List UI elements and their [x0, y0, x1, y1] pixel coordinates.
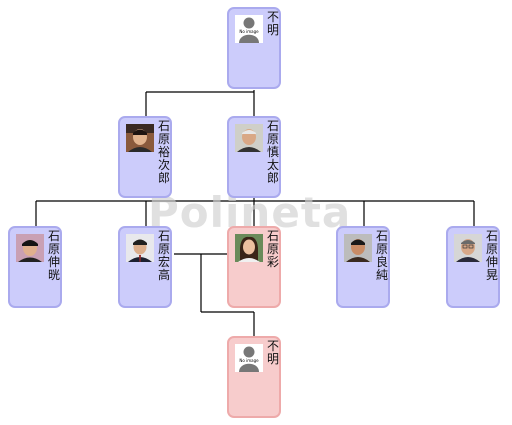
no-image-placeholder: No image [235, 344, 263, 372]
person-name: 石原宏高 [157, 229, 170, 282]
person-silhouette-icon [239, 346, 259, 372]
person-photo [454, 234, 482, 262]
person-card-nobuaki[interactable]: 石原伸晃 [446, 226, 500, 308]
person-photo [235, 234, 263, 262]
person-card-aya[interactable]: 石原彩 [227, 226, 281, 308]
person-photo [235, 124, 263, 152]
no-image-label: No image [239, 29, 259, 34]
person-card-shintaro[interactable]: 石原慎太郎 [227, 116, 281, 198]
person-photo [16, 234, 44, 262]
person-name: 石原伸晃 [485, 229, 498, 282]
person-name: 石原良純 [375, 229, 388, 282]
person-name: 石原裕次郎 [157, 119, 170, 185]
person-name: 石原伸晄 [47, 229, 60, 282]
person-card-yoshizumi[interactable]: 石原良純 [336, 226, 390, 308]
person-name: 不明 [266, 10, 279, 37]
person-card-nobuteru[interactable]: 石原伸晄 [8, 226, 62, 308]
no-image-placeholder: No image [235, 15, 263, 43]
person-card-hirotaka[interactable]: 石原宏高 [118, 226, 172, 308]
person-card-grandchild[interactable]: No image 不明 [227, 336, 281, 418]
person-card-yujiro[interactable]: 石原裕次郎 [118, 116, 172, 198]
person-name: 不明 [266, 339, 279, 366]
person-photo [126, 234, 154, 262]
person-photo [126, 124, 154, 152]
person-name: 石原慎太郎 [266, 119, 279, 185]
person-name: 石原彩 [266, 229, 279, 269]
person-silhouette-icon [239, 17, 259, 43]
no-image-label: No image [239, 358, 259, 363]
person-photo [344, 234, 372, 262]
person-card-grandparent[interactable]: No image 不明 [227, 7, 281, 89]
